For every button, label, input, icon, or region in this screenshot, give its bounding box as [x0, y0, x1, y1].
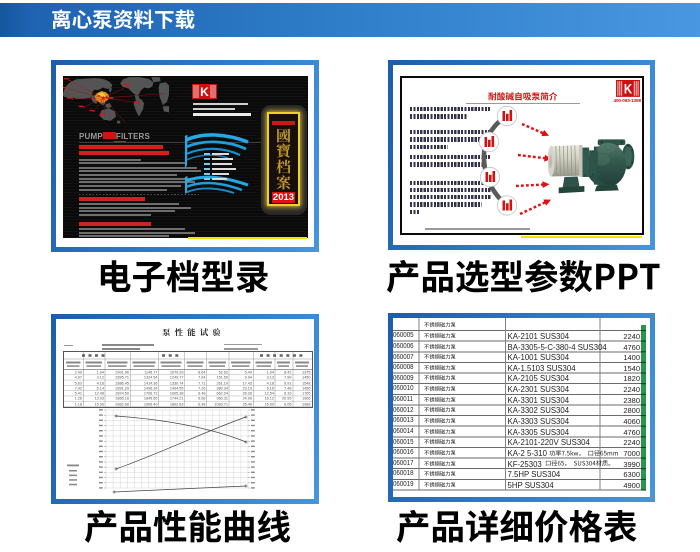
svg-text:K: K — [623, 81, 631, 96]
svg-text:K: K — [200, 85, 209, 99]
